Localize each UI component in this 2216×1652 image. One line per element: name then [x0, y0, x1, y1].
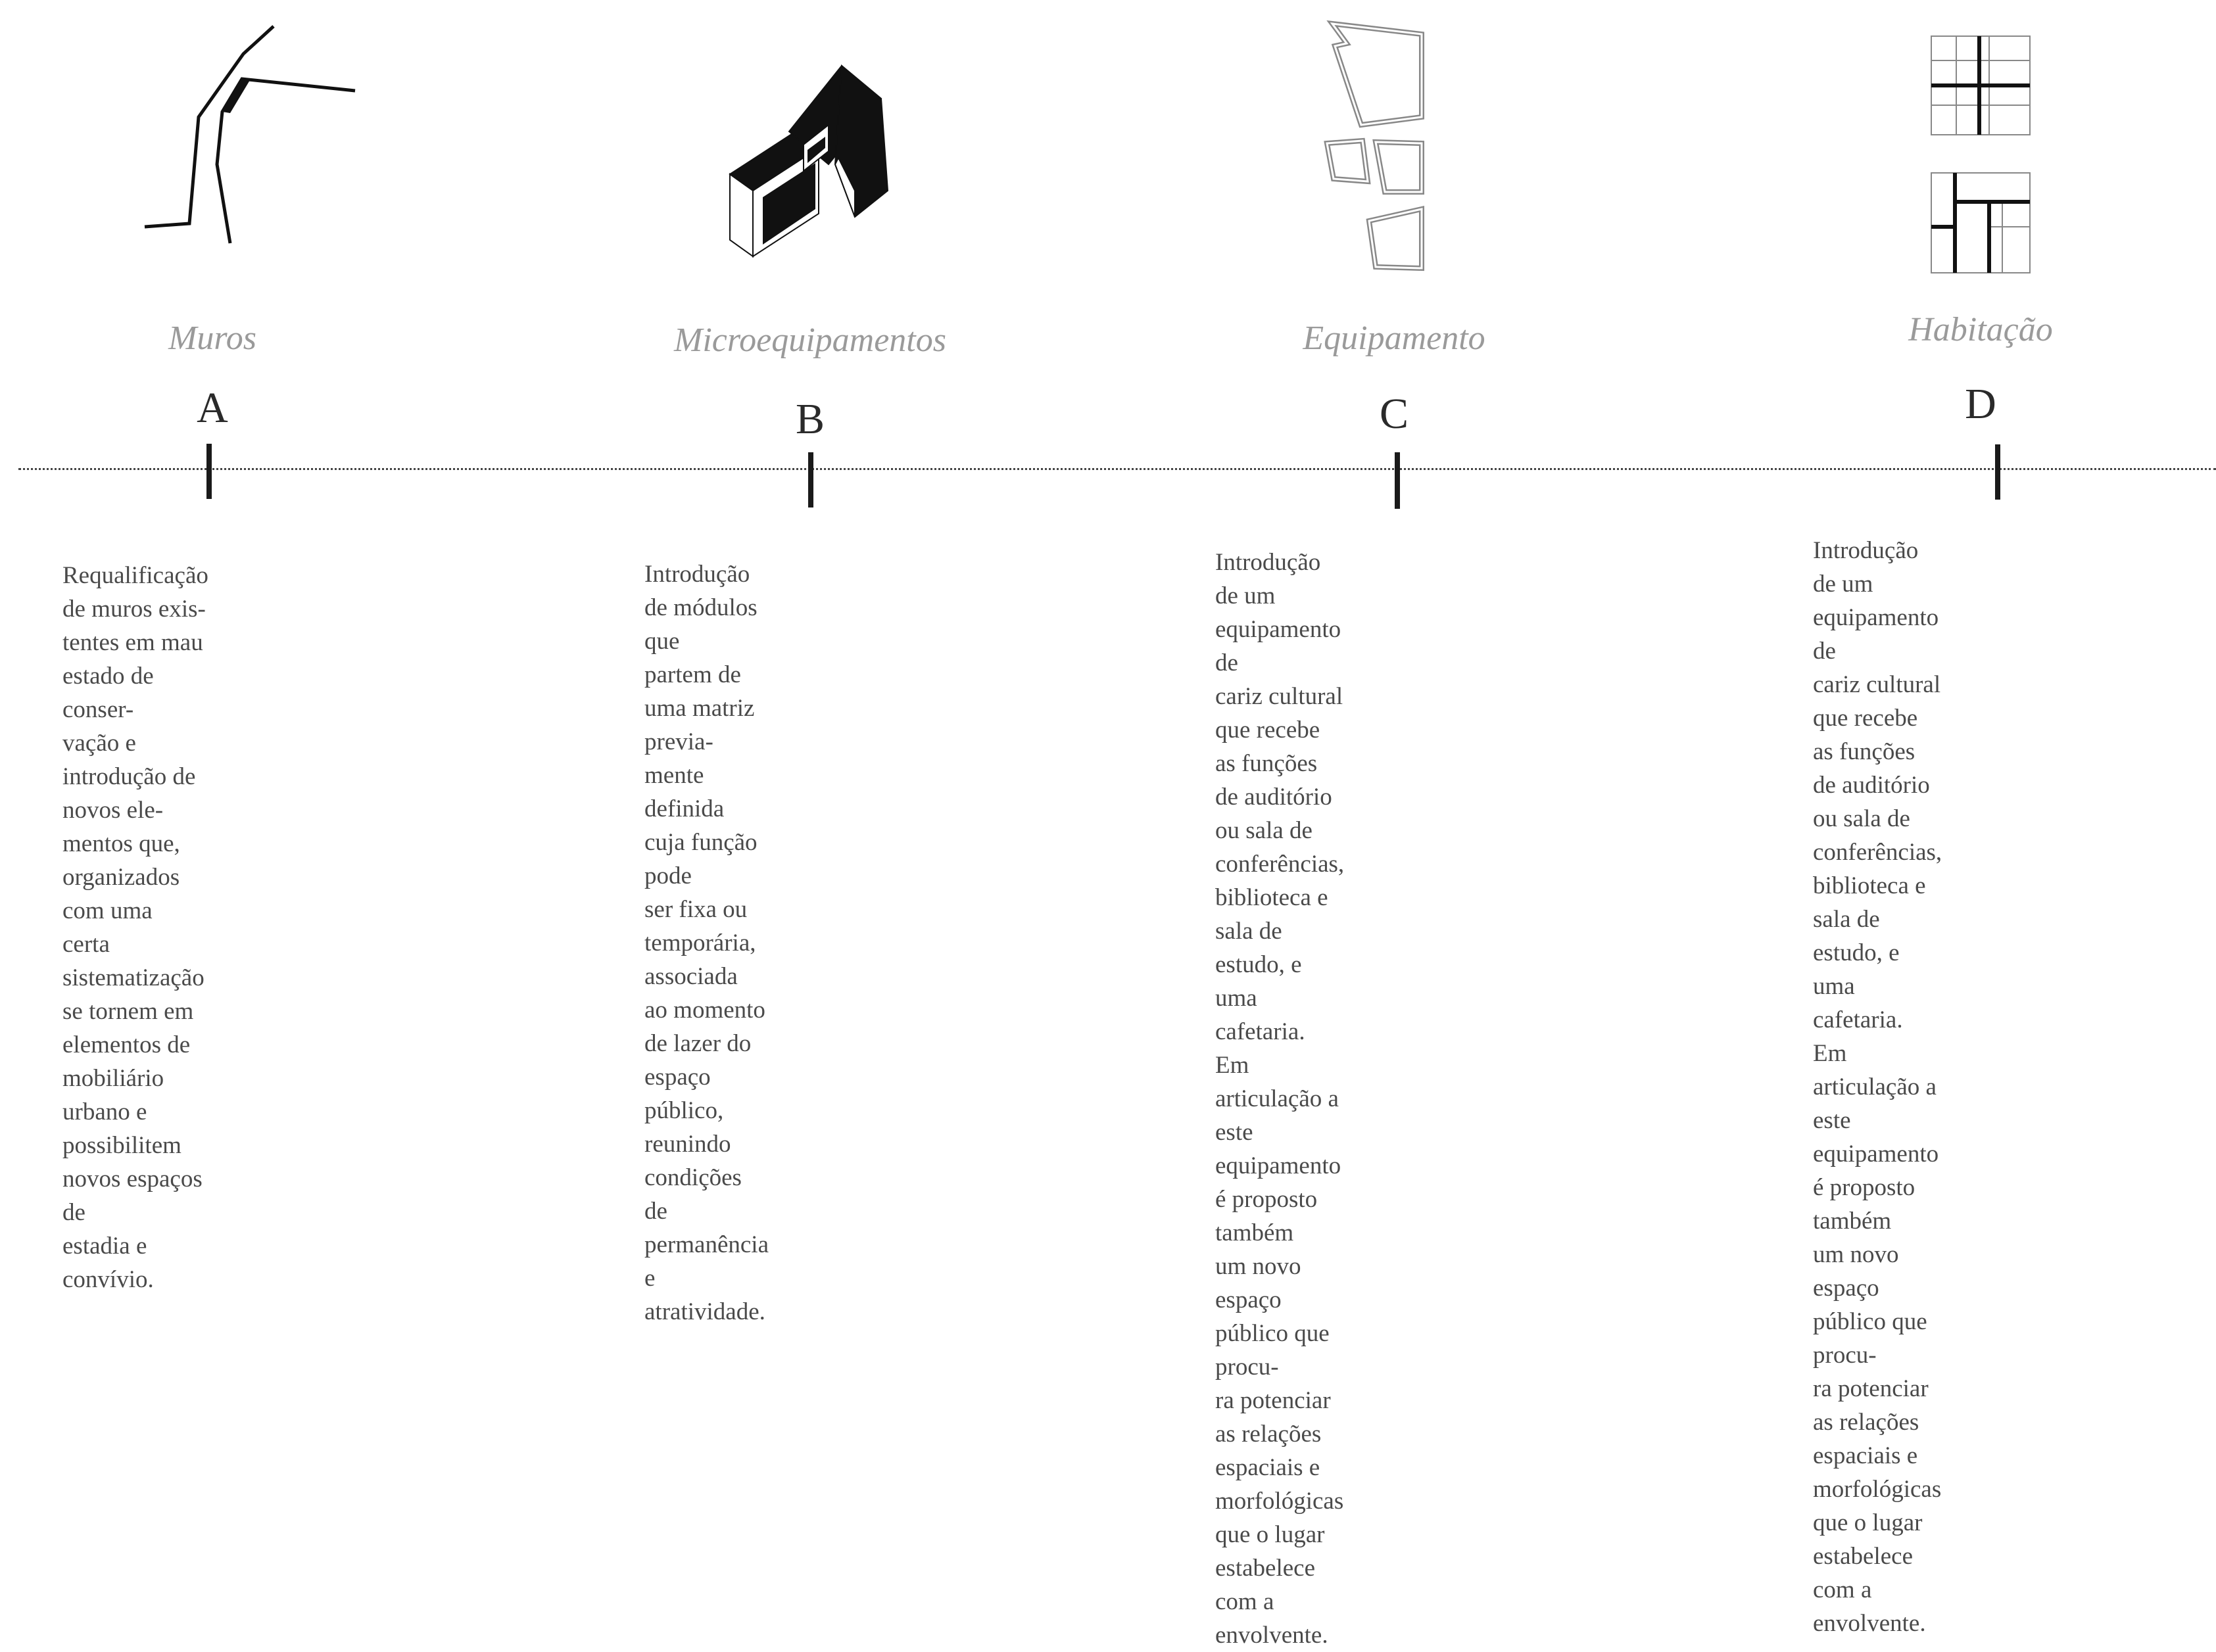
- housing-grid-icon: [1931, 35, 2031, 273]
- phase-letter: D: [1965, 380, 1996, 428]
- phase-description: Introdução de um equipamento de cariz cu…: [1813, 537, 1942, 1637]
- phase-description: Requalificação de muros exis- tentes em …: [62, 562, 208, 1293]
- phase-title: Habitação: [1908, 311, 2053, 348]
- phase-title: Microequipamentos: [674, 321, 946, 359]
- timeline-dotted-line: [18, 468, 2216, 470]
- timeline-marker: [808, 452, 813, 507]
- phase-letter: B: [795, 395, 825, 443]
- phase-title: Equipamento: [1303, 319, 1485, 357]
- phase-description: Introdução de módulos que partem de uma …: [644, 561, 769, 1325]
- phase-letter: A: [197, 384, 228, 432]
- modular-blocks-icon: [729, 64, 889, 258]
- timeline-marker: [1395, 452, 1400, 509]
- phase-title: Muros: [168, 319, 256, 357]
- timeline-marker: [206, 444, 212, 499]
- timeline-marker: [1995, 444, 2000, 500]
- phase-letter: C: [1379, 390, 1409, 438]
- walls-line-icon: [144, 25, 356, 244]
- phase-description: Introdução de um equipamento de cariz cu…: [1215, 549, 1345, 1649]
- building-footprints-icon: [1324, 20, 1424, 271]
